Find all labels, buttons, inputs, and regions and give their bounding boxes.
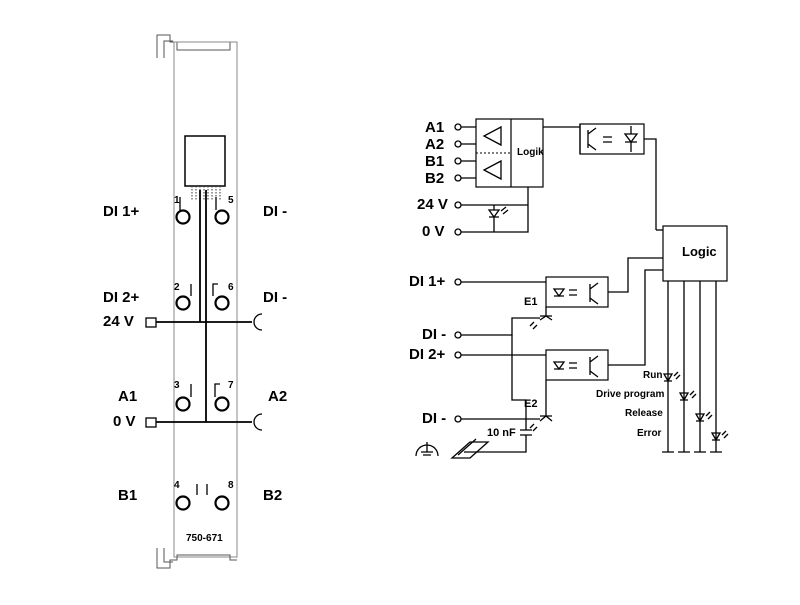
opto-top-arrows-icon bbox=[603, 136, 612, 143]
label-0v: 0 V bbox=[113, 413, 136, 430]
ground-icon bbox=[415, 442, 439, 457]
e1-diode-icon bbox=[529, 307, 553, 330]
label-a1: A1 bbox=[118, 388, 137, 405]
sch-di2plus: DI 2+ bbox=[409, 346, 446, 363]
opto-top-led-icon bbox=[623, 126, 639, 152]
bottom-rail-clip bbox=[156, 548, 237, 569]
din-rail-icon bbox=[450, 438, 490, 459]
sch-b2: B2 bbox=[425, 170, 444, 187]
logic-block bbox=[662, 225, 728, 282]
sch-b1-terminal[interactable] bbox=[454, 157, 462, 165]
label-di-minus-1: DI - bbox=[263, 203, 287, 220]
label-24v: 24 V bbox=[103, 313, 134, 330]
sch-a2-terminal[interactable] bbox=[454, 140, 462, 148]
terminal-24v-right[interactable] bbox=[253, 313, 263, 331]
opto-e2-led-icon bbox=[552, 361, 577, 371]
capacitor-label: 10 nF bbox=[487, 427, 516, 439]
opto-top-transistor-icon bbox=[587, 127, 597, 151]
terminal-0v[interactable] bbox=[145, 417, 157, 428]
sch-a1: A1 bbox=[425, 119, 444, 136]
logik-label: Logik bbox=[517, 147, 544, 158]
label-di-minus-2: DI - bbox=[263, 289, 287, 306]
terminal-0v-right[interactable] bbox=[253, 413, 263, 431]
pin-4: 4 bbox=[174, 480, 180, 491]
status-error: Error bbox=[637, 428, 662, 439]
sch-a1-terminal[interactable] bbox=[454, 123, 462, 131]
terminal-24v[interactable] bbox=[145, 317, 157, 328]
e2-label: E2 bbox=[524, 398, 537, 410]
clamp-7[interactable] bbox=[214, 396, 230, 412]
sch-di2plus-terminal[interactable] bbox=[454, 351, 462, 359]
sch-b1: B1 bbox=[425, 153, 444, 170]
sch-24v: 24 V bbox=[417, 196, 448, 213]
sch-di1plus: DI 1+ bbox=[409, 273, 446, 290]
encoder-block bbox=[475, 118, 544, 188]
pin-7: 7 bbox=[228, 380, 234, 391]
clamp-3[interactable] bbox=[175, 396, 191, 412]
clamp-8[interactable] bbox=[214, 495, 230, 511]
sch-di-minus-1: DI - bbox=[422, 326, 446, 343]
label-b2: B2 bbox=[263, 487, 282, 504]
optocoupler-top bbox=[579, 123, 645, 155]
clamp-4[interactable] bbox=[175, 495, 191, 511]
clamp-2[interactable] bbox=[175, 295, 191, 311]
sch-0v: 0 V bbox=[422, 223, 445, 240]
top-rail-clip bbox=[156, 34, 237, 58]
opto-e1-led-icon bbox=[552, 288, 577, 298]
label-b1: B1 bbox=[118, 487, 137, 504]
led-drive-icon bbox=[678, 390, 697, 402]
pin-1: 1 bbox=[174, 195, 180, 206]
sch-di-minus-2: DI - bbox=[422, 410, 446, 427]
logic-label: Logic bbox=[682, 244, 717, 259]
opto-e1-transistor-icon bbox=[589, 282, 599, 305]
part-number: 750-671 bbox=[186, 533, 223, 544]
label-di1plus: DI 1+ bbox=[103, 203, 140, 220]
sch-b2-terminal[interactable] bbox=[454, 174, 462, 182]
e2-diode-icon bbox=[529, 380, 553, 432]
circuit-schematic: A1 A2 B1 B2 Logik 24 V 0 V Logic bbox=[409, 118, 729, 459]
status-release: Release bbox=[625, 408, 663, 419]
label-a2: A2 bbox=[268, 388, 287, 405]
sch-di-minus-1-terminal[interactable] bbox=[454, 331, 462, 339]
sch-di1plus-terminal[interactable] bbox=[454, 278, 462, 286]
led-release-icon bbox=[694, 411, 713, 423]
chip-block bbox=[184, 135, 226, 187]
opto-e2-transistor-icon bbox=[589, 355, 599, 378]
led-error-icon bbox=[710, 430, 729, 442]
sch-a2: A2 bbox=[425, 136, 444, 153]
power-led-icon bbox=[487, 205, 509, 232]
sch-di-minus-2-terminal[interactable] bbox=[454, 415, 462, 423]
pin-6: 6 bbox=[228, 282, 234, 293]
pin-3: 3 bbox=[174, 380, 180, 391]
sch-24v-terminal[interactable] bbox=[454, 201, 462, 209]
module-body bbox=[173, 41, 238, 558]
optocoupler-e1 bbox=[545, 276, 609, 308]
top-rail-clip-inner bbox=[163, 40, 173, 58]
pin-2: 2 bbox=[174, 282, 180, 293]
sch-0v-terminal[interactable] bbox=[454, 228, 462, 236]
optocoupler-e2 bbox=[545, 349, 609, 381]
bottom-rail-clip-inner bbox=[163, 548, 173, 563]
status-run: Run bbox=[643, 370, 662, 381]
label-di2plus: DI 2+ bbox=[103, 289, 140, 306]
e1-label: E1 bbox=[524, 296, 537, 308]
capacitor-icon bbox=[464, 429, 532, 453]
pin-8: 8 bbox=[228, 480, 234, 491]
clamp-1[interactable] bbox=[175, 209, 191, 225]
status-drive-program: Drive program bbox=[596, 389, 664, 400]
clamp-6[interactable] bbox=[214, 295, 230, 311]
clamp-5[interactable] bbox=[214, 209, 230, 225]
comparator-b-icon bbox=[482, 159, 502, 181]
comparator-a-icon bbox=[482, 125, 502, 147]
pin-5: 5 bbox=[228, 195, 234, 206]
led-run-icon bbox=[662, 371, 681, 383]
module-front-view: 1 5 2 6 3 7 4 8 750-671 bbox=[145, 34, 263, 569]
